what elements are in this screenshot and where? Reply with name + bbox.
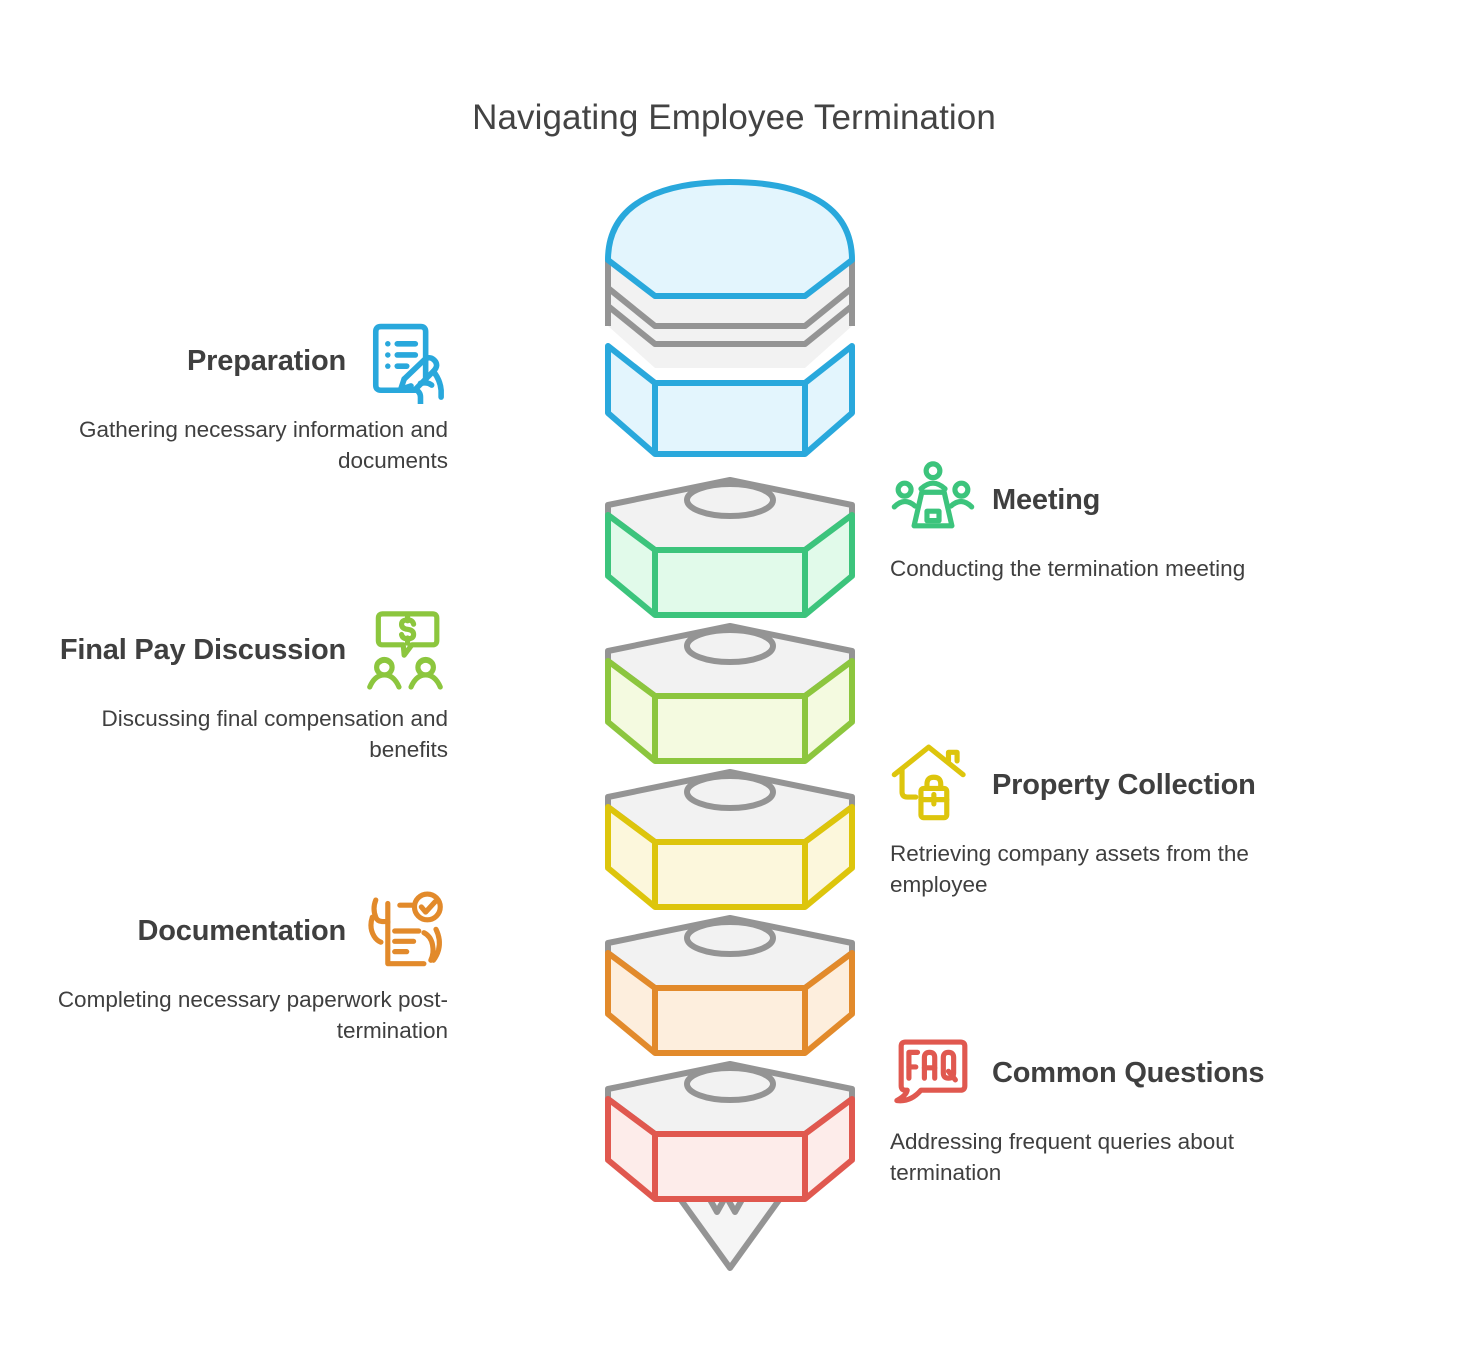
faq-speech-bubble-icon	[894, 1039, 968, 1104]
step-documentation-header: Documentation	[18, 888, 448, 974]
step-property-description: Retrieving company assets from the emplo…	[890, 841, 1249, 897]
funnel-layer-preparation	[605, 179, 855, 457]
step-preparation-header: Preparation	[18, 318, 448, 404]
clipboard-writing-hand-icon	[372, 323, 444, 404]
step-preparation-title: Preparation	[187, 344, 346, 377]
step-documentation: Documentation Completing necessary paper…	[18, 888, 448, 1047]
step-meeting: Meeting Conducting the termination meeti…	[890, 457, 1320, 585]
step-preparation: Preparation Gathering necessary informat…	[18, 318, 448, 477]
funnel-layer-final-pay	[605, 623, 855, 764]
funnel-layer-property	[605, 769, 855, 910]
step-final-pay-header: Final Pay Discussion	[18, 607, 448, 693]
house-briefcase-icon	[891, 744, 966, 821]
funnel-layer-documentation	[605, 915, 855, 1056]
funnel-layer-common-questions	[605, 1061, 855, 1202]
funnel-diagram	[605, 179, 855, 1271]
step-property-collection: Property Collection Retrieving company a…	[890, 742, 1320, 901]
step-questions-description: Addressing frequent queries about termin…	[890, 1129, 1234, 1185]
step-final-pay-title: Final Pay Discussion	[59, 633, 346, 666]
step-meeting-title: Meeting	[992, 483, 1101, 516]
step-meeting-header: Meeting	[890, 457, 1320, 543]
funnel-layer-meeting	[605, 477, 855, 618]
page-title: Navigating Employee Termination	[472, 98, 996, 137]
step-common-questions: Common Questions Addressing frequent que…	[890, 1030, 1320, 1189]
dollar-speech-bubble-two-people-icon	[367, 611, 443, 690]
step-final-pay-description: Discussing final compensation and benefi…	[101, 706, 448, 762]
step-meeting-description: Conducting the termination meeting	[890, 556, 1246, 581]
step-property-title: Property Collection	[992, 768, 1256, 801]
people-at-table-icon	[891, 461, 975, 529]
step-property-header: Property Collection	[890, 742, 1320, 828]
step-documentation-description: Completing necessary paperwork post-term…	[57, 987, 448, 1043]
step-documentation-title: Documentation	[137, 914, 347, 947]
hands-document-checkmark-icon	[368, 891, 443, 967]
step-preparation-description: Gathering necessary information and docu…	[79, 417, 448, 473]
step-questions-header: Common Questions	[890, 1030, 1320, 1116]
step-questions-title: Common Questions	[992, 1056, 1265, 1089]
step-final-pay-discussion: Final Pay Discussion Discussing final co…	[18, 607, 448, 766]
